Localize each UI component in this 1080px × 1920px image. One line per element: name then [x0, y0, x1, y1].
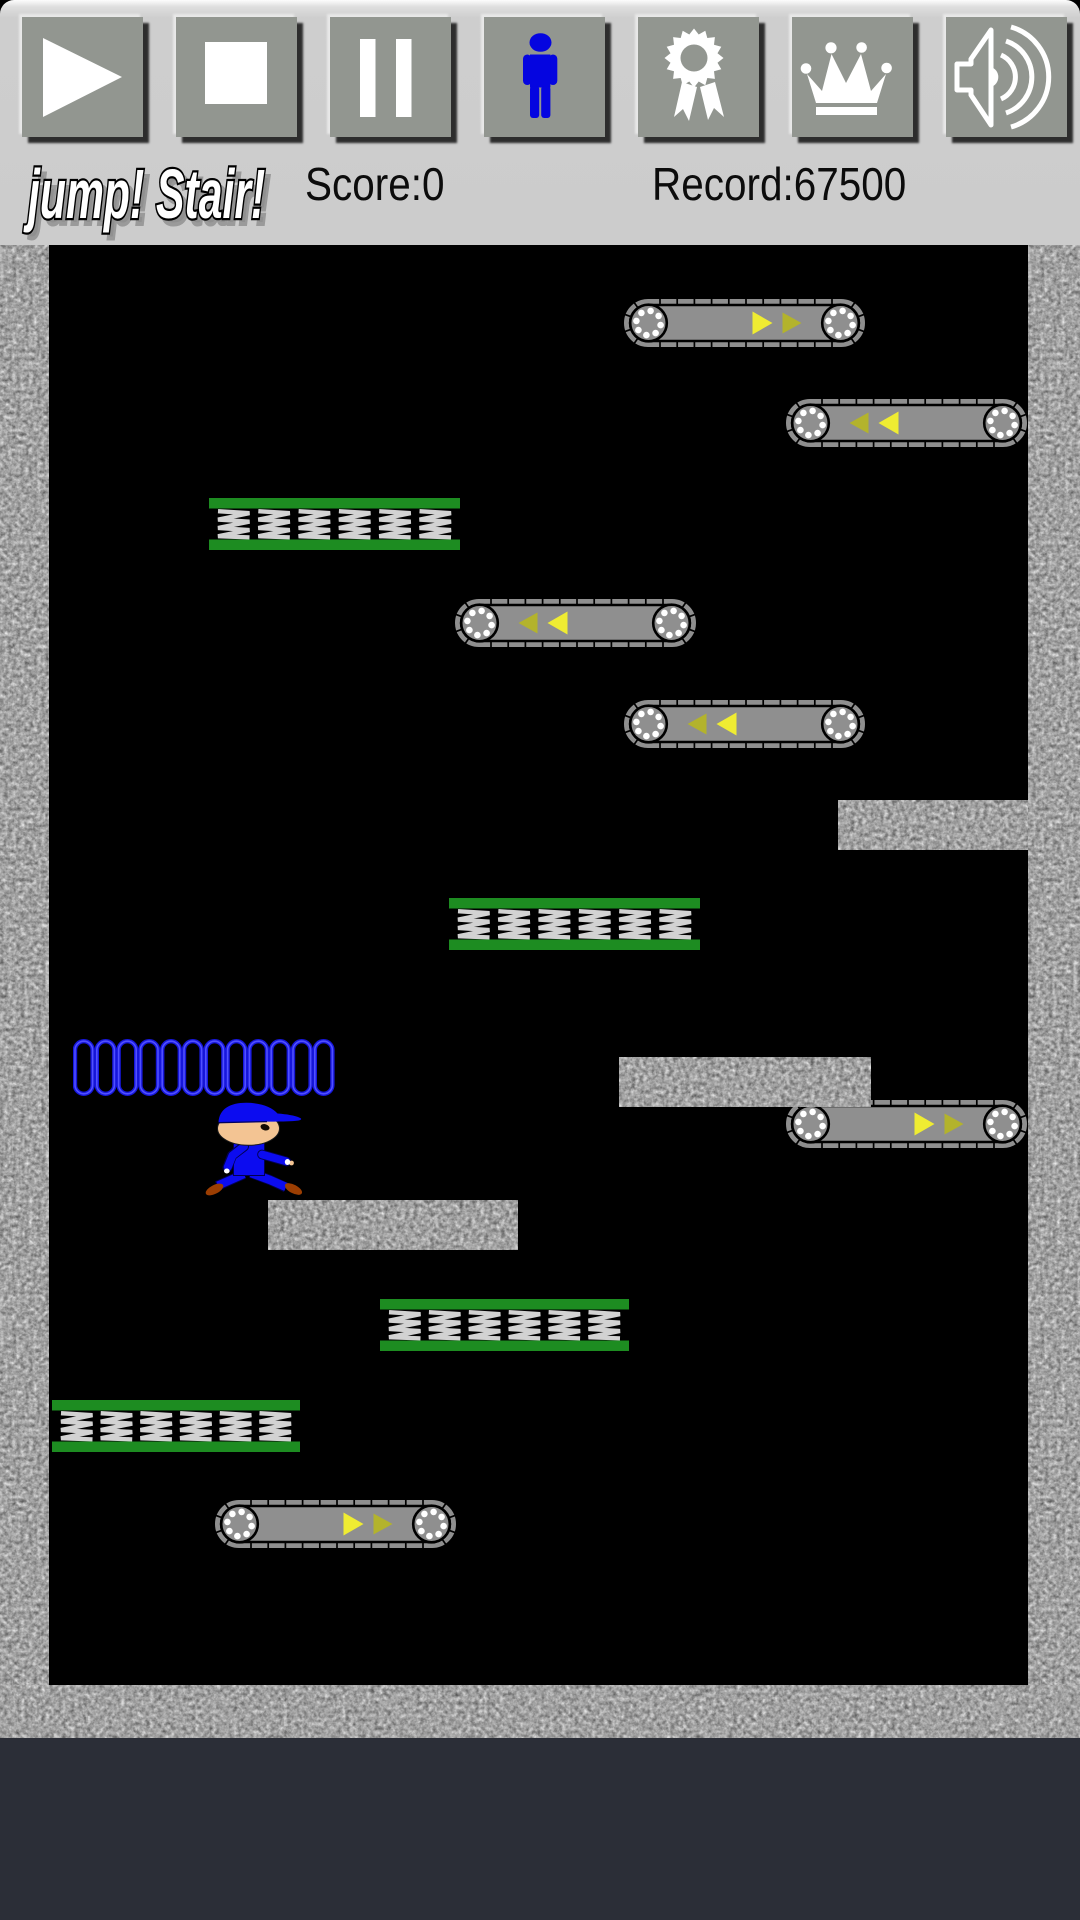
- svg-text:jump! Stair!: jump! Stair!: [23, 156, 265, 233]
- svg-text:jump! Stair!: jump! Stair!: [28, 162, 270, 239]
